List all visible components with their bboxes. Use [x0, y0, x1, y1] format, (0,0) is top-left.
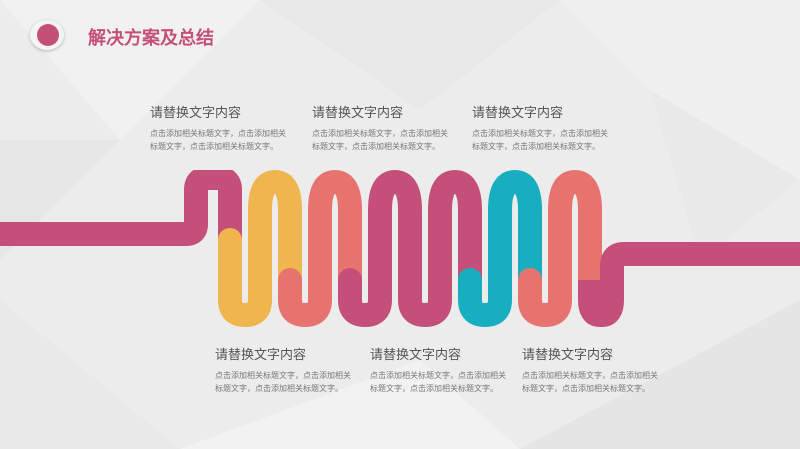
right-band [578, 242, 800, 327]
block-title: 请替换文字内容 [522, 348, 614, 363]
text-block-top-3: 请替换文字内容 点击添加相关标题文字，点击添加相关标题文字，点击添加相关标题文字… [472, 102, 612, 153]
coil-loop-4 [398, 170, 482, 328]
block-body: 点击添加相关标题文字，点击添加相关标题文字，点击添加相关标题文字。 [312, 129, 448, 151]
coil-graphic [0, 170, 800, 328]
coil-loop-6 [518, 170, 602, 328]
text-block-bottom-3: 请替换文字内容 点击添加相关标题文字，点击添加相关标题文字，点击添加相关标题文字… [522, 344, 662, 395]
circle-logo-icon [30, 20, 64, 50]
block-title: 请替换文字内容 [370, 348, 462, 363]
text-block-top-1: 请替换文字内容 点击添加相关标题文字，点击添加相关标题文字，点击添加相关标题文字… [150, 102, 290, 153]
block-body: 点击添加相关标题文字，点击添加相关标题文字，点击添加相关标题文字。 [150, 129, 286, 151]
block-body: 点击添加相关标题文字，点击添加相关标题文字，点击添加相关标题文字。 [522, 371, 658, 393]
logo-dot [37, 24, 59, 46]
block-title: 请替换文字内容 [472, 106, 564, 121]
text-block-top-2: 请替换文字内容 点击添加相关标题文字，点击添加相关标题文字，点击添加相关标题文字… [312, 102, 452, 153]
block-body: 点击添加相关标题文字，点击添加相关标题文字，点击添加相关标题文字。 [472, 129, 608, 151]
text-block-bottom-1: 请替换文字内容 点击添加相关标题文字，点击添加相关标题文字，点击添加相关标题文字… [215, 344, 355, 395]
coil-loop-3 [338, 170, 422, 328]
block-title: 请替换文字内容 [215, 348, 307, 363]
text-block-bottom-2: 请替换文字内容 点击添加相关标题文字，点击添加相关标题文字，点击添加相关标题文字… [370, 344, 510, 395]
left-band [0, 170, 242, 246]
block-title: 请替换文字内容 [150, 106, 242, 121]
page-title: 解决方案及总结 [88, 28, 214, 49]
block-body: 点击添加相关标题文字，点击添加相关标题文字，点击添加相关标题文字。 [215, 371, 351, 393]
block-title: 请替换文字内容 [312, 106, 404, 121]
coil-loop-5 [458, 170, 542, 328]
coil-loop-2 [278, 170, 362, 328]
coil-loop-1 [218, 170, 302, 328]
block-body: 点击添加相关标题文字，点击添加相关标题文字，点击添加相关标题文字。 [370, 371, 506, 393]
